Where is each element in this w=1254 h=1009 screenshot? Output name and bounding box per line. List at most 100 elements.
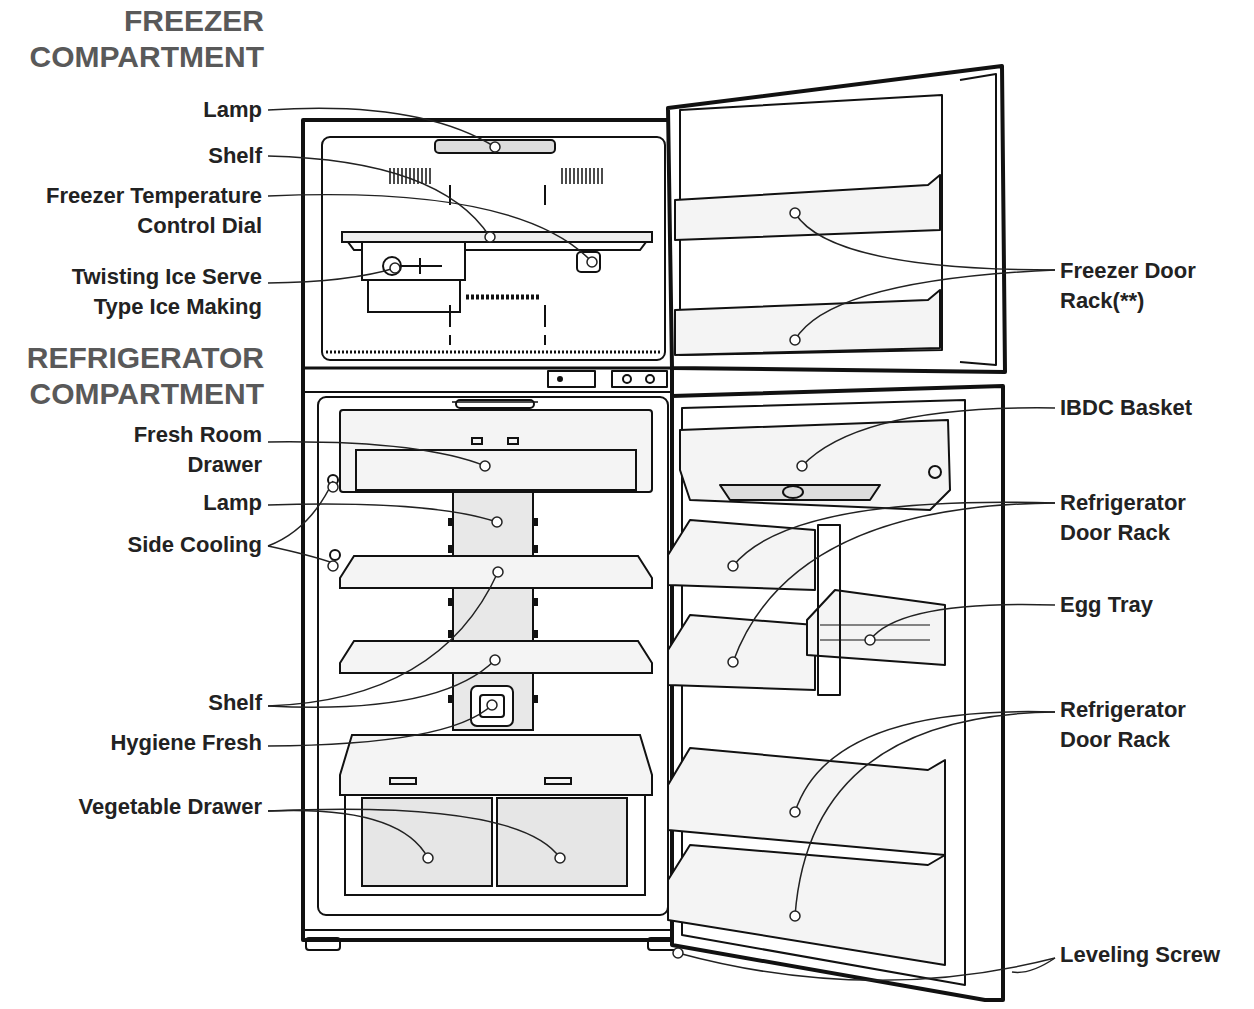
section-heading: FREEZER COMPARTMENT — [2, 3, 264, 75]
illustration-part — [795, 270, 1055, 340]
illustration-part — [268, 195, 592, 262]
illustration-part — [548, 371, 595, 387]
illustration-part — [480, 695, 504, 717]
illustration-part — [733, 502, 1055, 566]
illustration-part — [466, 295, 540, 300]
illustration-part — [680, 420, 950, 510]
illustration-part — [390, 263, 400, 273]
illustration-part — [303, 391, 672, 393]
illustration-part — [673, 948, 683, 958]
illustration-part — [471, 686, 513, 726]
illustration-part — [487, 700, 497, 710]
illustration-part — [456, 400, 534, 408]
illustration-part — [795, 213, 1055, 270]
illustration-part — [368, 280, 460, 312]
illustration-part — [678, 953, 1055, 980]
illustration-part — [480, 461, 490, 471]
illustration-part — [268, 809, 560, 858]
illustration-part — [303, 929, 672, 931]
illustration-part — [268, 442, 485, 466]
part-label: Lamp — [62, 488, 262, 518]
illustration-part — [450, 518, 536, 703]
part-label: Vegetable Drawer — [12, 792, 262, 822]
illustration-part — [362, 242, 465, 280]
leader-lines — [268, 108, 1055, 980]
part-label: Shelf — [62, 688, 262, 718]
part-label: Leveling Screw — [1060, 940, 1254, 970]
illustration-part — [960, 74, 996, 365]
illustration-part — [318, 397, 668, 915]
illustration-part — [268, 546, 333, 563]
illustration-part — [453, 492, 533, 730]
illustration-part — [306, 938, 340, 950]
illustration-part — [668, 748, 945, 855]
illustration-part — [490, 655, 500, 665]
part-label: Refrigerator Door Rack — [1060, 695, 1210, 755]
illustration-part — [668, 615, 815, 690]
illustration-part — [340, 641, 652, 673]
part-label: IBDC Basket — [1060, 393, 1250, 423]
illustration-part — [322, 137, 665, 360]
illustration-part — [268, 705, 492, 746]
illustration-part — [340, 410, 652, 492]
illustration-part — [342, 232, 652, 242]
part-label: Side Cooling — [62, 530, 262, 560]
illustration-part — [870, 604, 1055, 640]
illustration-part — [668, 66, 1005, 372]
illustration-part — [646, 375, 654, 383]
illustration-part — [623, 375, 631, 383]
illustration-part — [268, 810, 428, 858]
illustration-part — [493, 567, 503, 577]
illustration-part — [268, 268, 395, 283]
illustration-part — [326, 351, 660, 354]
illustration-part — [577, 252, 600, 272]
illustration-part — [390, 778, 416, 784]
illustration-part — [390, 168, 602, 184]
illustration-part — [362, 798, 492, 886]
part-label: Egg Tray — [1060, 590, 1250, 620]
illustration-part — [720, 485, 880, 500]
freezer-interior — [326, 140, 660, 352]
illustration-part — [783, 486, 803, 498]
illustration-part — [497, 798, 627, 886]
illustration-part — [795, 712, 1055, 812]
illustration-part — [423, 853, 433, 863]
illustration-part — [390, 168, 430, 184]
illustration-part — [452, 401, 538, 403]
illustration-part — [555, 853, 565, 863]
illustration-part — [268, 660, 495, 707]
illustration-part — [330, 550, 340, 560]
illustration-part — [268, 572, 498, 706]
illustration-part — [508, 438, 518, 444]
freezer-door — [668, 66, 1005, 372]
illustration-part — [587, 257, 597, 267]
part-label: Fresh Room Drawer — [102, 420, 262, 480]
illustration-part — [472, 438, 482, 444]
part-label: Twisting Ice Serve Type Ice Making — [40, 262, 262, 322]
part-label: Freezer Door Rack(**) — [1060, 256, 1220, 316]
illustration-part — [675, 290, 940, 355]
illustration-part — [733, 503, 1055, 662]
illustration-part — [790, 208, 800, 218]
illustration-part — [865, 635, 875, 645]
fridge-body — [303, 120, 680, 950]
part-label: Hygiene Fresh — [22, 728, 262, 758]
illustration-part — [558, 377, 562, 381]
illustration-part — [728, 561, 738, 571]
illustration-part — [356, 450, 636, 490]
illustration-part — [795, 712, 1055, 916]
illustration-part — [668, 520, 815, 590]
illustration-part — [268, 481, 333, 546]
illustration-part — [485, 232, 495, 242]
illustration-part — [675, 175, 940, 240]
illustration-part — [490, 142, 500, 152]
illustration-part — [328, 561, 338, 571]
part-label: Lamp — [62, 95, 262, 125]
illustration-part — [1012, 958, 1055, 972]
illustration-part — [790, 335, 800, 345]
illustration-part — [668, 845, 945, 965]
illustration-part — [303, 120, 672, 940]
illustration-part — [545, 778, 571, 784]
section-heading: REFRIGERATOR COMPARTMENT — [2, 340, 264, 412]
